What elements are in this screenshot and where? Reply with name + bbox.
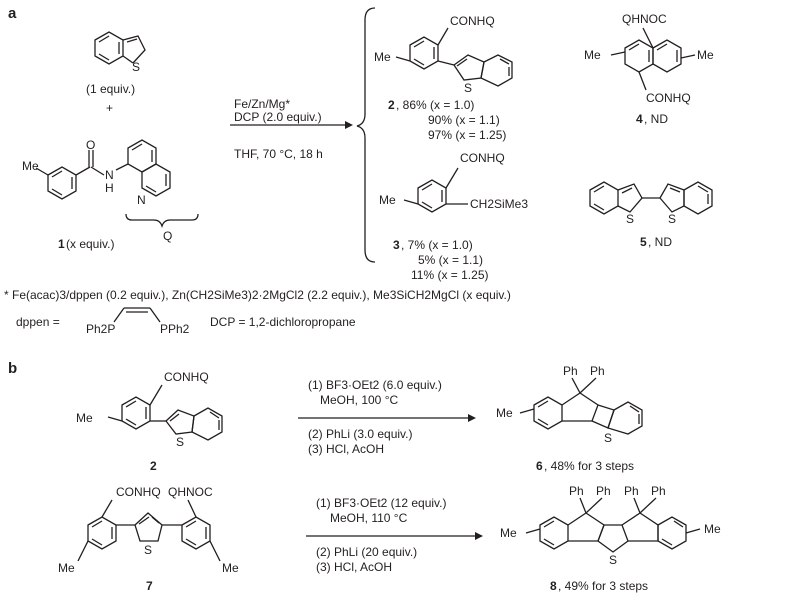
condition-b1-4: (3) HCl, AcOH (308, 442, 384, 456)
dppen-structure (113, 307, 161, 323)
product-8-ph-2: Ph (596, 484, 611, 498)
condition-b1-2: MeOH, 100 °C (320, 393, 398, 407)
compound-7-me-right: Me (222, 561, 239, 575)
product-4-number: 4 (636, 112, 643, 126)
condition-a-1: Fe/Zn/Mg* (234, 97, 290, 111)
reaction-arrowhead-b2 (475, 532, 483, 540)
product-4-structure (610, 27, 696, 91)
product-5-number: 5 (640, 235, 647, 249)
product-3-ch2sime3: CH2SiMe3 (470, 197, 528, 211)
compound-2-conhq: CONHQ (164, 370, 209, 384)
compound-7-conhq: CONHQ (116, 485, 161, 499)
product-3-yield-1: , 7% (x = 1.0) (401, 238, 473, 252)
q-brace (125, 213, 199, 229)
product-8-yield: , 49% for 3 steps (558, 579, 648, 593)
product-2-yield-2: 90% (x = 1.1) (428, 113, 500, 127)
product-8-structure (525, 497, 701, 553)
amide-1-o-atom: O (86, 138, 95, 152)
amide-1-structure (35, 139, 171, 200)
product-4-yield: , ND (644, 112, 668, 126)
compound-7-qhnoc: QHNOC (168, 485, 213, 499)
footnote-reagents: * Fe(acac)3/dppen (0.2 equiv.), Zn(CH2Si… (4, 288, 511, 302)
product-6-me: Me (496, 406, 513, 420)
product-4-me-right: Me (697, 48, 714, 62)
dppen-ph2p: Ph2P (86, 322, 115, 336)
amide-1-me: Me (22, 159, 39, 173)
benzothiophene-equiv: (1 equiv.) (86, 82, 135, 96)
benzothiophene-s-atom: S (132, 60, 140, 74)
panel-a-label: a (8, 5, 17, 22)
product-8-number: 8 (550, 579, 557, 593)
dppen-label: dppen = (16, 315, 60, 329)
reaction-arrowhead-b1 (468, 414, 476, 422)
product-8-ph-3: Ph (624, 484, 639, 498)
product-4-qhnoc: QHNOC (622, 12, 667, 26)
product-3-conhq: CONHQ (460, 151, 505, 165)
product-8-me-right: Me (704, 522, 721, 536)
product-5-yield: , ND (648, 235, 672, 249)
product-2-me: Me (374, 50, 391, 64)
reaction-arrowhead-a (345, 121, 353, 129)
compound-7-me-left: Me (58, 561, 75, 575)
compound-7-s-atom: S (144, 543, 152, 557)
product-6-ph-left: Ph (563, 364, 578, 378)
reactant-1-equiv: (x equiv.) (66, 237, 114, 251)
product-6-ph-right: Ph (590, 364, 605, 378)
condition-b2-2: MeOH, 110 °C (330, 511, 408, 525)
dcp-definition: DCP = 1,2-dichloropropane (210, 315, 356, 329)
condition-b1-1: (1) BF3·OEt2 (6.0 equiv.) (308, 378, 442, 392)
dppen-pph2: PPh2 (160, 322, 190, 336)
amide-1-n-atom: N (105, 168, 114, 182)
product-2-s-atom: S (464, 81, 472, 95)
quinoline-n-atom: N (137, 193, 146, 207)
product-3-yield-3: 11% (x = 1.25) (411, 268, 488, 282)
compound-2-number: 2 (150, 459, 157, 473)
product-6-structure (519, 377, 643, 435)
product-8-ph-1: Ph (569, 484, 584, 498)
product-6-yield: , 48% for 3 steps (544, 459, 634, 473)
condition-a-3: THF, 70 °C, 18 h (234, 147, 323, 161)
product-4-conhq: CONHQ (646, 91, 691, 105)
condition-b2-4: (3) HCl, AcOH (316, 560, 392, 574)
compound-2-s-atom: S (176, 435, 184, 449)
product-5-structure (589, 181, 713, 215)
product-bracket (356, 7, 376, 263)
condition-b2-1: (1) BF3·OEt2 (12 equiv.) (316, 496, 447, 510)
condition-b2-3: (2) PhLi (20 equiv.) (316, 545, 417, 559)
product-8-me-left: Me (500, 526, 517, 540)
plus-sign: + (106, 101, 113, 115)
reactant-1-number: 1 (58, 237, 65, 251)
compound-7-number: 7 (146, 579, 153, 593)
product-5-s-right: S (668, 212, 676, 226)
compound-2-structure (107, 384, 223, 441)
condition-a-2: DCP (2.0 equiv.) (234, 110, 322, 124)
product-4-me-left: Me (584, 48, 601, 62)
product-2-structure (395, 27, 513, 87)
product-3-yield-2: 5% (x = 1.1) (418, 253, 483, 267)
product-2-yield-3: 97% (x = 1.25) (428, 128, 506, 142)
compound-7-structure (77, 499, 221, 562)
product-3-me: Me (379, 193, 396, 207)
product-2-conhq: CONHQ (450, 14, 495, 28)
product-8-ph-4: Ph (651, 484, 666, 498)
product-8-s-atom: S (609, 553, 617, 567)
product-3-structure (403, 167, 468, 213)
product-3-number: 3 (393, 238, 400, 252)
product-2-yield-1: , 86% (x = 1.0) (396, 98, 474, 112)
amide-1-h-atom: H (105, 181, 114, 195)
compound-2-me: Me (76, 411, 93, 425)
product-6-s-atom: S (604, 431, 612, 445)
benzothiophene-structure (94, 31, 146, 65)
product-2-number: 2 (388, 98, 395, 112)
panel-b-label: b (8, 360, 17, 377)
q-label: Q (163, 229, 172, 243)
product-6-number: 6 (536, 459, 543, 473)
product-5-s-left: S (626, 212, 634, 226)
condition-b1-3: (2) PhLi (3.0 equiv.) (308, 427, 413, 441)
